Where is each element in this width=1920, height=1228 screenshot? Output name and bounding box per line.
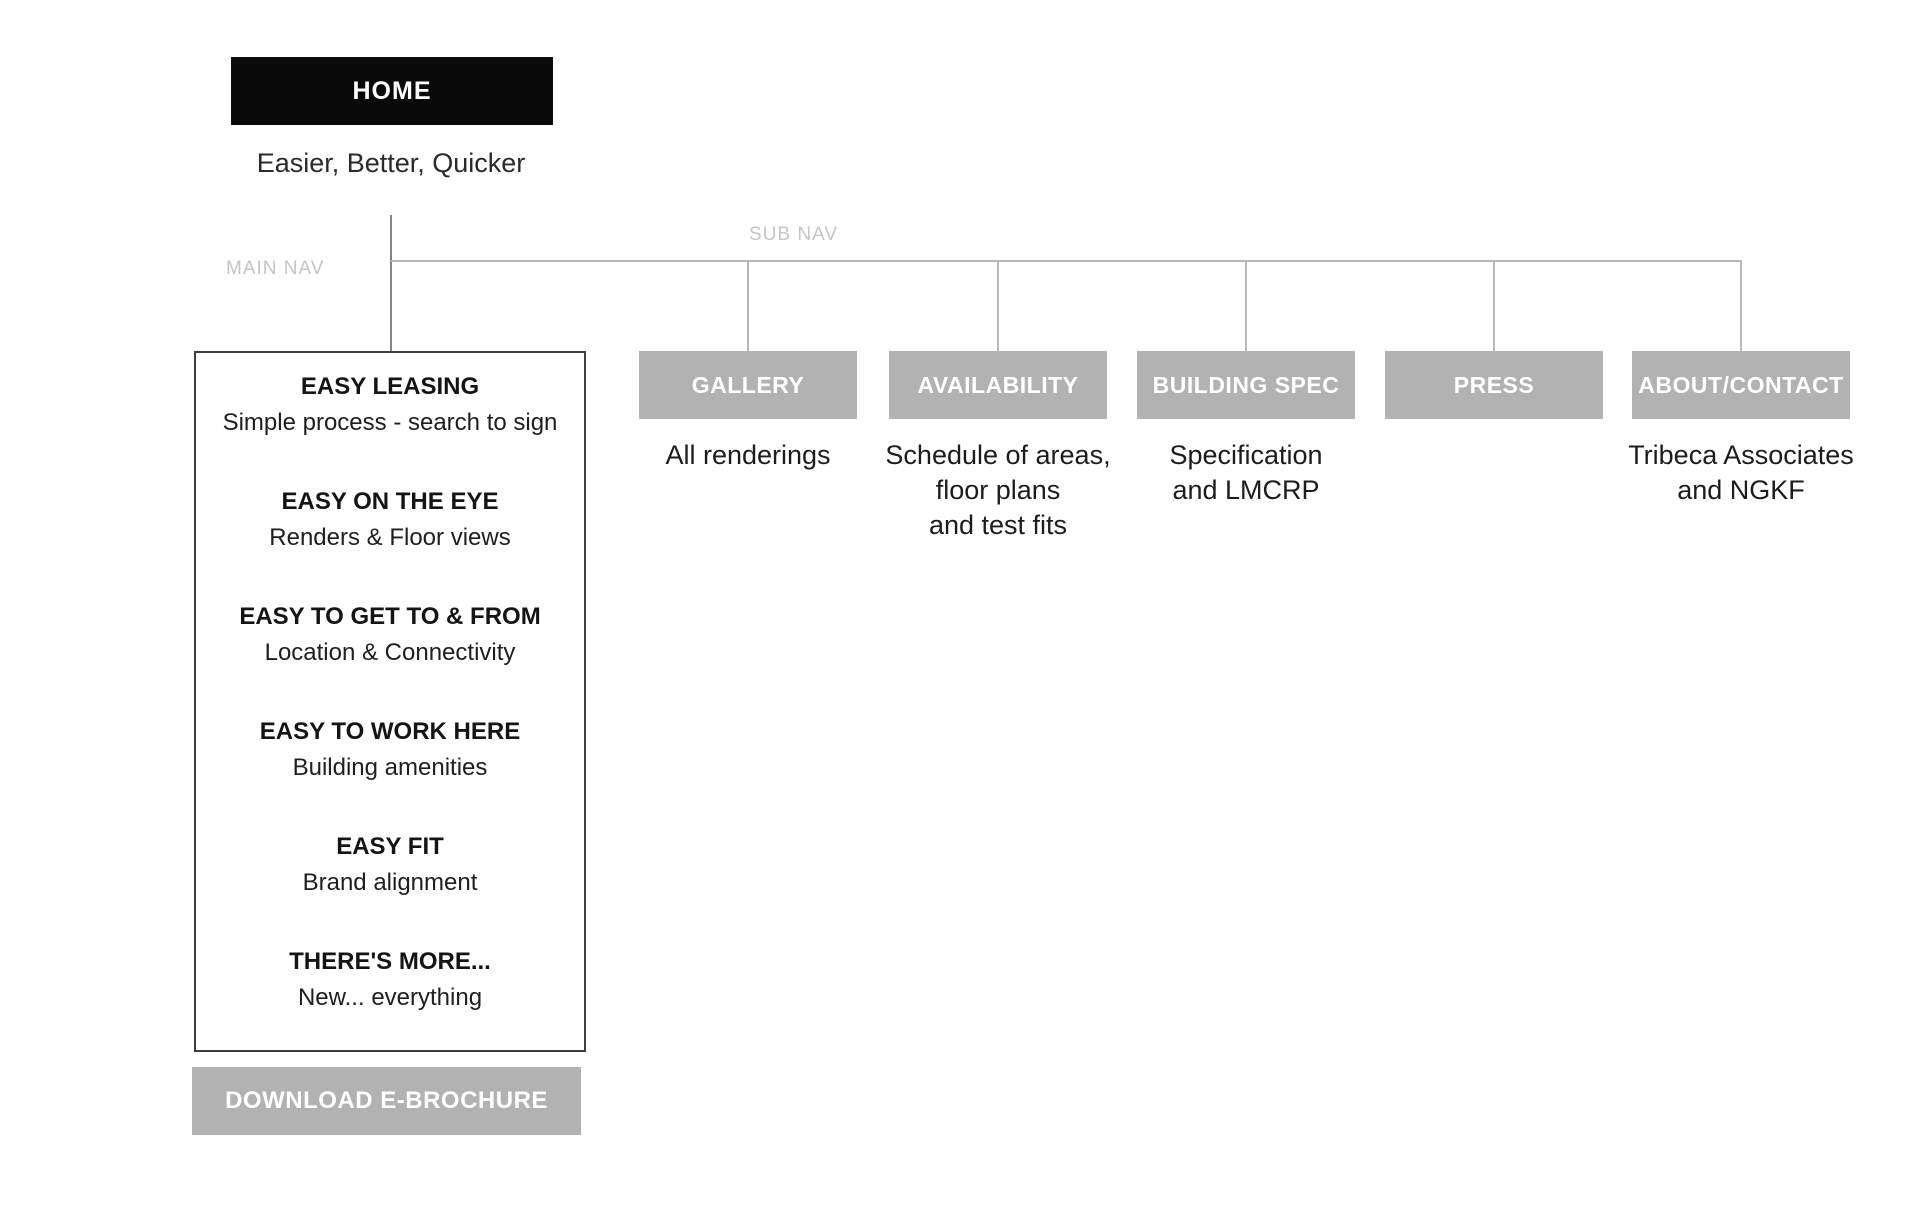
nav-item-easy-to-get-to[interactable]: EASY TO GET TO & FROM Location & Connect… (196, 599, 584, 671)
nav-item-subtitle: Renders & Floor views (269, 524, 511, 551)
sub-nav-horizontal-line (391, 260, 1742, 262)
drop-line-building-spec (1245, 261, 1247, 351)
home-node[interactable]: HOME (231, 57, 553, 125)
nav-item-title: THERE'S MORE... (289, 948, 491, 975)
nav-item-subtitle: Location & Connectivity (264, 639, 516, 666)
caption-line: Tribeca Associates (1628, 440, 1854, 470)
subnav-caption-about-contact: Tribeca Associates and NGKF (1602, 438, 1880, 508)
nav-item-subtitle: New... everything (297, 984, 483, 1011)
drop-line-press (1493, 261, 1495, 351)
caption-line: and test fits (928, 510, 1068, 540)
nav-item-title: EASY FIT (336, 833, 444, 860)
drop-line-gallery (747, 261, 749, 351)
main-nav-label: MAIN NAV (226, 258, 325, 279)
home-tagline: Easier, Better, Quicker (256, 148, 526, 178)
sub-nav-label: SUB NAV (749, 224, 839, 245)
nav-item-theres-more[interactable]: THERE'S MORE... New... everything (196, 944, 584, 1016)
nav-item-title: EASY ON THE EYE (281, 488, 499, 515)
nav-item-easy-leasing[interactable]: EASY LEASING Simple process - search to … (196, 369, 584, 441)
nav-item-title: EASY TO GET TO & FROM (239, 603, 541, 630)
subnav-button-press[interactable]: PRESS (1385, 351, 1603, 419)
main-nav-box: EASY LEASING Simple process - search to … (194, 351, 586, 1052)
caption-line: Specification (1169, 440, 1323, 470)
subnav-button-availability[interactable]: AVAILABILITY (889, 351, 1107, 419)
caption-line: and NGKF (1677, 475, 1805, 505)
nav-item-subtitle: Building amenities (292, 754, 488, 781)
nav-item-title: EASY LEASING (300, 373, 480, 400)
subnav-caption-availability: Schedule of areas, floor plans and test … (859, 438, 1137, 543)
nav-item-easy-to-work-here[interactable]: EASY TO WORK HERE Building amenities (196, 714, 584, 786)
subnav-button-gallery[interactable]: GALLERY (639, 351, 857, 419)
subnav-button-building-spec[interactable]: BUILDING SPEC (1137, 351, 1355, 419)
download-ebrochure-button[interactable]: DOWNLOAD E-BROCHURE (192, 1067, 581, 1135)
nav-item-title: EASY TO WORK HERE (259, 718, 521, 745)
main-nav-trunk-line (390, 215, 392, 351)
subnav-caption-building-spec: Specification and LMCRP (1107, 438, 1385, 508)
caption-line: floor plans (935, 475, 1061, 505)
subnav-caption-gallery: All renderings (609, 438, 887, 473)
nav-item-subtitle: Simple process - search to sign (222, 409, 558, 436)
drop-line-about-contact (1740, 261, 1742, 351)
subnav-button-about-contact[interactable]: ABOUT/CONTACT (1632, 351, 1850, 419)
drop-line-availability (997, 261, 999, 351)
caption-line: and LMCRP (1172, 475, 1320, 505)
caption-line: Schedule of areas, (885, 440, 1111, 470)
nav-item-easy-on-the-eye[interactable]: EASY ON THE EYE Renders & Floor views (196, 484, 584, 556)
caption-line: All renderings (665, 440, 831, 470)
nav-item-easy-fit[interactable]: EASY FIT Brand alignment (196, 829, 584, 901)
nav-item-subtitle: Brand alignment (302, 869, 478, 896)
